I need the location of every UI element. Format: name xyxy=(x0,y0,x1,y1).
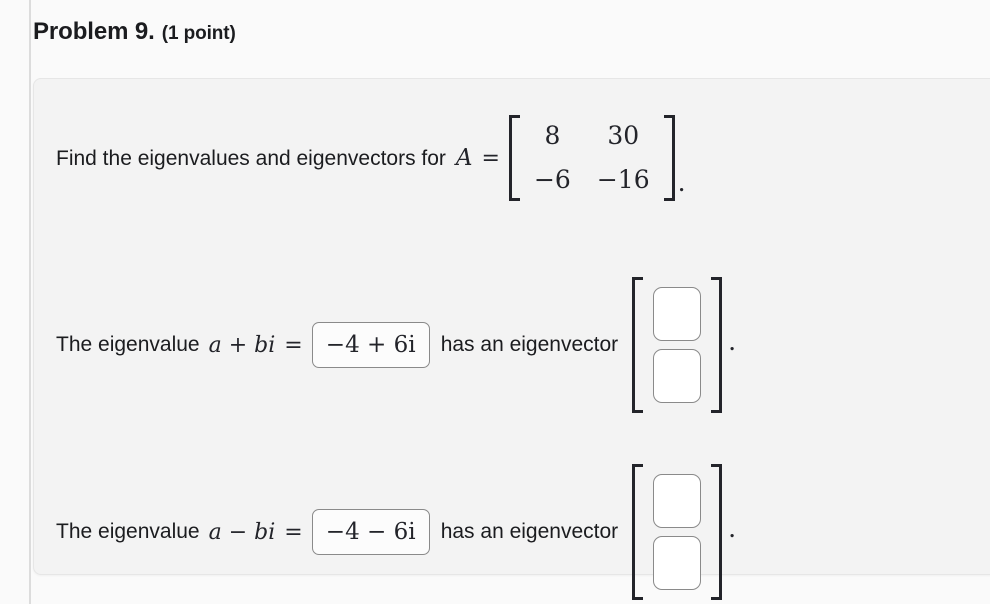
eigenvector-1-inputs xyxy=(644,277,710,413)
equals-sign: = xyxy=(481,145,500,171)
eigenvector-2-top-input[interactable] xyxy=(653,474,702,528)
eigen-row-2-symbol: a − bi xyxy=(208,519,276,545)
eigenvector-2-right-bracket xyxy=(710,464,723,600)
eigen-row-2-label: The eigenvalue xyxy=(56,520,200,543)
eigen-row-2-period: . xyxy=(728,513,737,543)
eigen-row-1-symbol: a + bi xyxy=(208,332,276,358)
eigenvalue-input-2[interactable]: −4 − 6i xyxy=(311,509,430,555)
matrix-left-bracket xyxy=(508,115,522,201)
matrix-A: 8 30 −6 −16 xyxy=(508,115,675,201)
eigenvector-2-bottom-input[interactable] xyxy=(653,536,702,590)
eigenvector-1-brackets xyxy=(632,277,723,413)
eigen-row-1-equals: = xyxy=(284,332,303,358)
matrix-grid: 8 30 −6 −16 xyxy=(522,115,662,201)
statement-text: Find the eigenvalues and eigenvectors fo… xyxy=(56,146,446,170)
eigenvector-1: . xyxy=(632,277,736,413)
eigenvalue-input-1[interactable]: −4 + 6i xyxy=(311,322,430,368)
problem-number: Problem 9. xyxy=(33,18,155,45)
matrix-cell-r1c1: 8 xyxy=(544,120,561,150)
eigenvector-2-brackets xyxy=(632,464,723,600)
matrix-symbol-A: A xyxy=(455,145,473,171)
eigen-row-1-period: . xyxy=(728,326,737,356)
eigenvector-2: . xyxy=(632,464,736,600)
matrix-cell-r2c1: −6 xyxy=(533,164,571,194)
page-left-rule xyxy=(29,0,31,604)
eigenvector-1-bottom-input[interactable] xyxy=(653,349,702,403)
eigen-row-2: The eigenvalue a − bi = −4 − 6i has an e… xyxy=(56,464,736,600)
eigen-row-1-after-text: has an eigenvector xyxy=(440,333,619,356)
statement-period: . xyxy=(677,168,686,197)
eigenvector-1-right-bracket xyxy=(710,277,723,413)
eigenvector-1-left-bracket xyxy=(632,277,644,413)
eigen-row-2-after-text: has an eigenvector xyxy=(440,520,619,543)
problem-card: Find the eigenvalues and eigenvectors fo… xyxy=(33,78,990,600)
eigenvector-1-top-input[interactable] xyxy=(653,287,702,341)
eigen-row-1-label: The eigenvalue xyxy=(56,333,200,356)
problem-points: (1 point) xyxy=(161,23,236,44)
matrix-cell-r1c2: 30 xyxy=(607,120,640,150)
problem-statement-row: Find the eigenvalues and eigenvectors fo… xyxy=(56,115,686,201)
eigen-row-1: The eigenvalue a + bi = −4 + 6i has an e… xyxy=(56,277,736,413)
eigenvector-2-inputs xyxy=(644,464,710,600)
eigenvector-2-left-bracket xyxy=(632,464,644,600)
page-title: Problem 9. (1 point) xyxy=(33,18,236,46)
matrix-right-bracket xyxy=(662,115,675,201)
eigen-row-2-equals: = xyxy=(284,519,303,545)
matrix-cell-r2c2: −16 xyxy=(596,164,650,194)
